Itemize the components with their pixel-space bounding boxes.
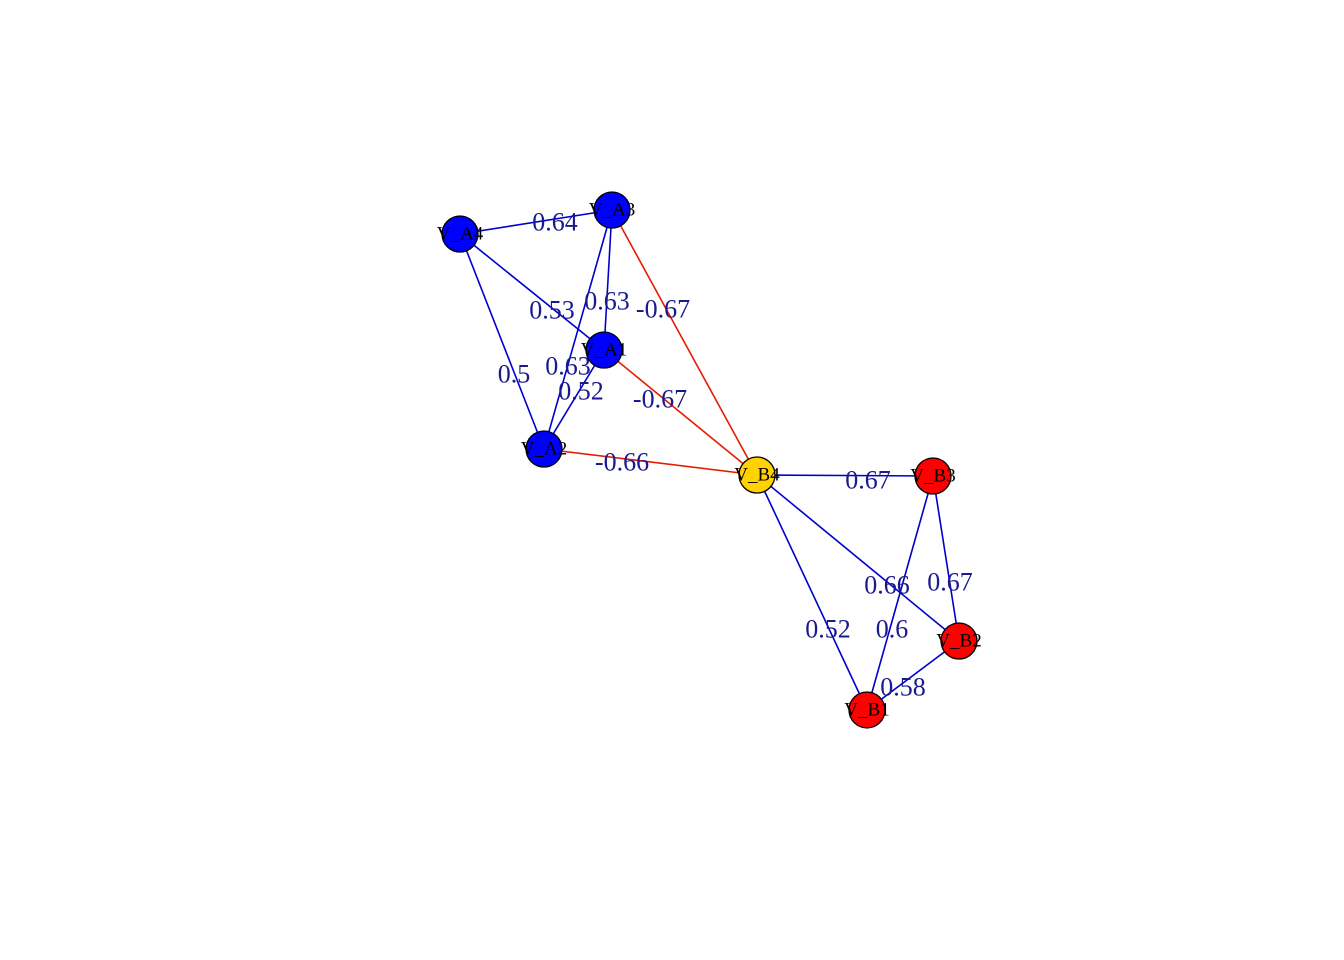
edge-v_a2-v_b4 (543, 448, 758, 476)
node-circle[interactable] (441, 215, 479, 253)
node-v-b4[interactable]: V_B4 (734, 456, 780, 494)
node-label: V_A2 (521, 439, 567, 460)
edge-weight-label: -0.67 (636, 295, 690, 324)
node-circle[interactable] (593, 191, 631, 229)
node-circle[interactable] (738, 456, 776, 494)
edge-v_a3-v_b4 (611, 209, 758, 476)
edge-v_a3-v_a2 (543, 209, 613, 450)
node-v-b1[interactable]: V_B1 (844, 691, 890, 729)
edge-v_b1-v_b2 (866, 640, 960, 711)
node-v-a4[interactable]: V_A4 (437, 215, 484, 253)
edge-weight-label: 0.67 (845, 466, 891, 495)
edge-v_b4-v_b2 (756, 474, 960, 642)
node-label: V_B2 (936, 631, 981, 652)
node-v-a2[interactable]: V_A2 (521, 430, 567, 468)
edge-v_b3-v_b2 (932, 475, 960, 642)
edge-v_b4-v_b3 (756, 474, 934, 477)
edge-weight-label: 0.63 (584, 287, 630, 316)
edge-weight-label: 0.64 (532, 208, 578, 237)
node-label: V_B1 (844, 700, 889, 721)
edges-layer (459, 209, 960, 711)
node-v-b3[interactable]: V_B3 (910, 457, 956, 495)
edge-labels-layer: 0.640.530.50.630.630.52-0.67-0.67-0.660.… (498, 208, 973, 702)
node-label: V_B3 (910, 466, 955, 487)
node-circle[interactable] (940, 622, 978, 660)
edge-weight-label: 0.5 (498, 360, 531, 389)
edge-weight-label: 0.53 (529, 296, 575, 325)
edge-v_a1-v_b4 (603, 349, 758, 476)
edge-weight-label: -0.67 (633, 385, 687, 414)
edge-v_b4-v_b1 (756, 474, 868, 711)
node-label: V_A3 (589, 200, 635, 221)
node-v-a3[interactable]: V_A3 (589, 191, 635, 229)
edge-v_a1-v_a2 (543, 349, 605, 450)
node-label: V_A4 (437, 224, 484, 245)
edge-v_a4-v_a1 (459, 233, 605, 351)
edge-weight-label: 0.52 (805, 615, 851, 644)
node-circle[interactable] (848, 691, 886, 729)
node-label: V_A1 (581, 340, 627, 361)
node-v-a1[interactable]: V_A1 (581, 331, 627, 369)
edge-v_a4-v_a3 (459, 209, 613, 235)
edge-v_a3-v_a1 (603, 209, 613, 351)
edge-weight-label: 0.66 (864, 571, 910, 600)
node-label: V_B4 (734, 465, 780, 486)
node-circle[interactable] (585, 331, 623, 369)
edge-weight-label: 0.58 (880, 673, 926, 702)
nodes-layer: V_A1V_A2 V_A3V_A4V_B1 V_B2 V_B3 V_B4 (437, 191, 982, 729)
edge-v_a4-v_a2 (459, 233, 545, 450)
edge-weight-label: 0.63 (545, 352, 591, 381)
edge-weight-label: 0.6 (876, 615, 909, 644)
edge-weight-label: -0.66 (595, 448, 649, 477)
edge-weight-label: 0.52 (558, 377, 604, 406)
node-circle[interactable] (525, 430, 563, 468)
edge-v_b3-v_b1 (866, 475, 934, 711)
edge-weight-label: 0.67 (927, 568, 973, 597)
node-circle[interactable] (914, 457, 952, 495)
node-v-b2[interactable]: V_B2 (936, 622, 982, 660)
